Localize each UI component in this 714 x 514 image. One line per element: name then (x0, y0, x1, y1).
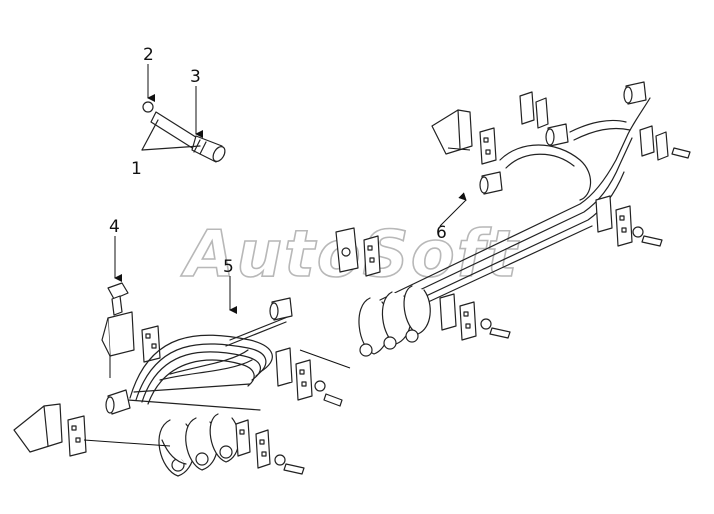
bolt-part-4 (107, 282, 129, 316)
middle-bracket (335, 227, 381, 277)
callout-6: 6 (436, 223, 447, 243)
washer-part-2 (142, 101, 154, 113)
left-bolts (274, 380, 343, 475)
left-clamp-plates (235, 347, 313, 469)
right-clamp-loops (358, 285, 431, 357)
callout-2: 2 (143, 45, 154, 65)
callout-5: 5 (223, 257, 234, 277)
upper-right-bracket (431, 91, 691, 165)
callout-3: 3 (190, 67, 201, 87)
left-bracket (101, 311, 161, 363)
right-bolts (480, 226, 663, 339)
pipe-union-assembly (142, 101, 226, 163)
left-clamp-loops (158, 413, 240, 477)
callout-4: 4 (109, 217, 120, 237)
leader-lines (83, 64, 471, 447)
right-clamp-plates (439, 195, 633, 341)
right-pipe-bundle-part-6 (379, 97, 651, 317)
right-fitting-nuts (479, 81, 647, 195)
left-pipe-bundle-part-5 (127, 315, 291, 411)
lower-left-bracket (13, 403, 87, 457)
callout-1: 1 (131, 159, 142, 179)
left-top-fitting-nut (269, 297, 293, 321)
left-fitting-nut (105, 389, 131, 415)
